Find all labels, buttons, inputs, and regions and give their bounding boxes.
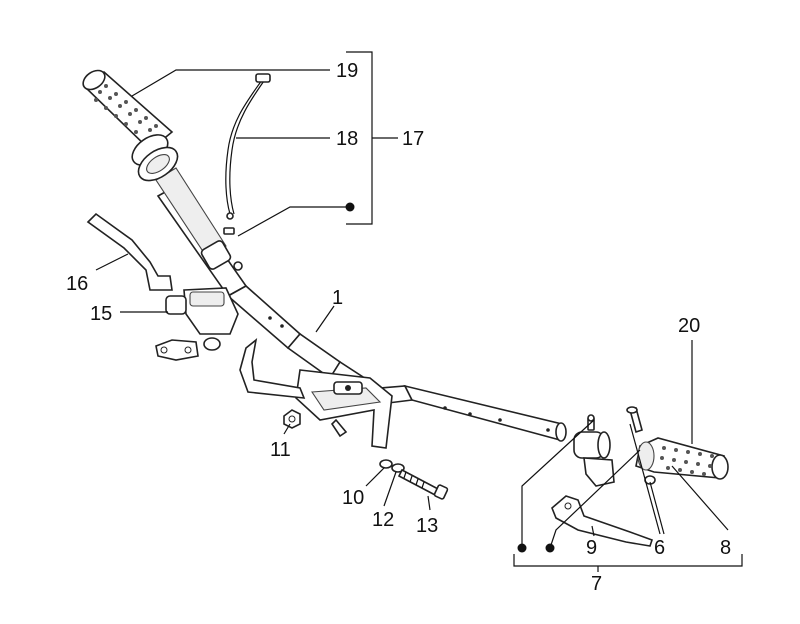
center-clamp-bracket (239, 338, 393, 449)
callout-9: 9 (586, 537, 597, 559)
screw-6-a (626, 406, 643, 434)
handlebar-tube (155, 167, 567, 442)
ref-dot-17 (345, 202, 355, 212)
callout-12: 12 (372, 509, 394, 531)
right-grip (635, 437, 729, 480)
leader-lines (95, 51, 743, 572)
callout-6: 6 (654, 537, 665, 559)
callout-10: 10 (342, 487, 364, 509)
callout-15: 15 (90, 303, 112, 325)
master-cylinder (155, 287, 239, 361)
callout-1: 1 (332, 287, 343, 309)
callout-11: 11 (270, 439, 291, 461)
left-grip (82, 69, 179, 182)
callout-17: 17 (402, 128, 424, 150)
right-lever-bracket (573, 414, 615, 487)
ref-dot-7-b (545, 543, 555, 553)
washer-12 (391, 463, 405, 473)
nut (283, 409, 301, 429)
right-brake-lever (551, 495, 654, 547)
bolt-13 (397, 468, 449, 500)
callout-7: 7 (591, 573, 602, 595)
ref-dot-7-a (517, 543, 527, 553)
callout-8: 8 (720, 537, 731, 559)
callout-16: 16 (66, 273, 88, 295)
washer-10 (379, 459, 393, 469)
callout-13: 13 (416, 515, 438, 537)
callout-19: 19 (336, 60, 358, 82)
throttle-cable (223, 73, 271, 235)
left-brake-lever (86, 212, 173, 291)
callout-18: 18 (336, 128, 358, 150)
callout-20: 20 (678, 315, 700, 337)
